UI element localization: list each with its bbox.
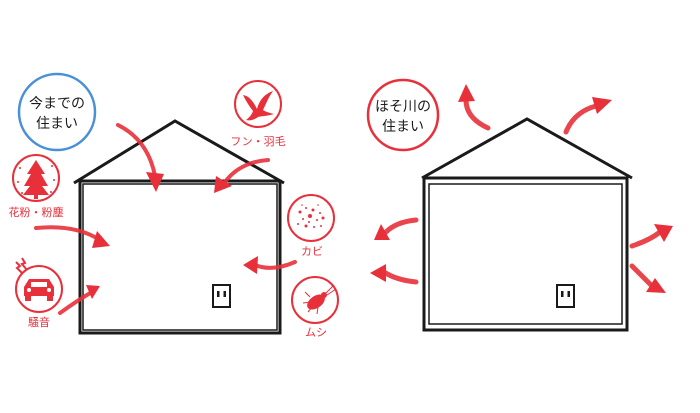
car-noise-icon (15, 257, 54, 301)
bird-icon (243, 91, 274, 121)
left-house-inner-wall (82, 183, 278, 331)
right-caption-bubble: ほそ川の 住まい (366, 78, 440, 152)
mold-icon (297, 204, 325, 228)
right-outbound-arrows (370, 84, 673, 293)
threat-noise: 騒音 (15, 257, 63, 329)
arrow-in-from-pollen (34, 225, 110, 248)
left-caption-line2: 住まい (36, 116, 78, 132)
threat-insect: ムシ (291, 276, 339, 339)
threat-noise-label: 騒音 (28, 315, 50, 329)
arrow-in-from-bird (214, 158, 270, 193)
arrow-out-wall-left-upper (374, 217, 419, 240)
arrow-out-wall-right-lower (629, 263, 666, 293)
left-house-roof (73, 119, 285, 185)
threat-mold-label: カビ (301, 245, 323, 258)
arrow-in-from-mold (243, 256, 297, 274)
left-caption-line1: 今までの (29, 96, 85, 112)
threat-insect-label: ムシ (305, 326, 327, 339)
threat-bird-label: フン・羽毛 (230, 135, 285, 148)
threat-mold: カビ (287, 194, 335, 258)
left-house-outer-wall (78, 179, 282, 335)
right-house-inner-wall (428, 183, 623, 325)
arrow-in-from-caption (116, 123, 164, 192)
right-outlet-icon (556, 284, 575, 308)
tree-icon (17, 160, 55, 199)
right-house-outer-wall (422, 176, 629, 332)
threat-pollen: 花粉・粉塵 (9, 154, 64, 219)
left-outlet-icon (212, 284, 231, 308)
arrow-out-wall-right-upper (629, 224, 673, 249)
right-caption-line2: 住まい (382, 119, 424, 135)
threat-bird: フン・羽毛 (230, 80, 286, 148)
threat-pollen-label: 花粉・粉塵 (9, 205, 64, 219)
arrow-out-wall-left-lower (370, 264, 419, 285)
arrow-in-from-noise (58, 285, 100, 315)
right-house (421, 117, 633, 332)
arrow-out-roof-right (563, 97, 612, 135)
arrow-out-roof-left (458, 84, 491, 131)
left-house (73, 119, 285, 335)
left-inbound-arrows (34, 123, 297, 315)
right-house-roof (421, 117, 633, 180)
cockroach-icon (302, 284, 337, 315)
right-caption-line1: ほそ川の (375, 99, 431, 115)
left-caption-bubble: 今までの 住まい (17, 72, 97, 152)
